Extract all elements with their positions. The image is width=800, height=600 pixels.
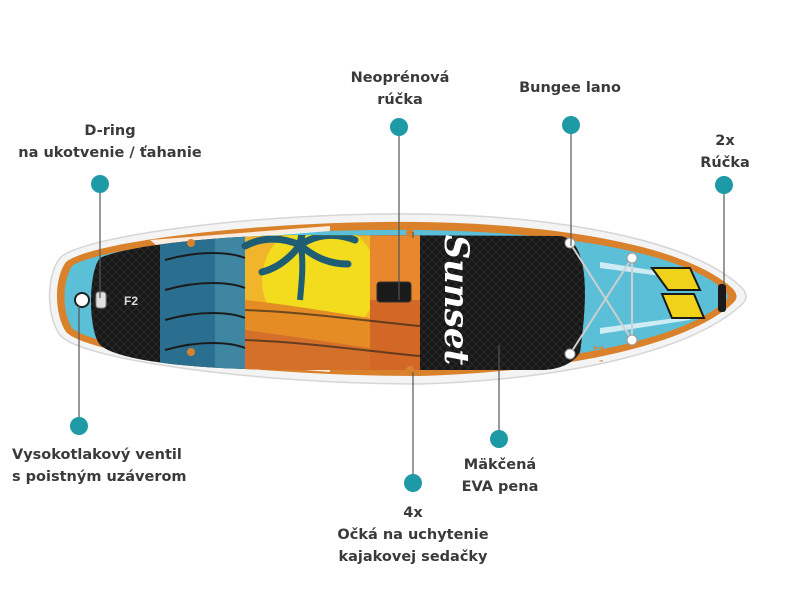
- size-text: 11': [591, 344, 605, 363]
- label-rings-line3: kajakovej sedačky: [338, 549, 488, 565]
- callout-dot-rings: [404, 474, 422, 492]
- label-valve-line2: s poistným uzáverom: [12, 469, 187, 485]
- callout-dot-dring: [91, 175, 109, 193]
- valve: [74, 292, 90, 308]
- board-stripe-top: [150, 226, 330, 245]
- label-eva-line1: Mäkčená: [463, 457, 537, 473]
- label-rings-line1: 4x: [403, 505, 423, 521]
- label-neoprene-line2: rúčka: [377, 92, 423, 108]
- tail-logo: F2: [124, 294, 138, 308]
- label-bungee-line1: Bungee lano: [519, 80, 621, 96]
- callout-dot-handles: [715, 176, 733, 194]
- callout-dot-bungee: [562, 116, 580, 134]
- brand-logo: [650, 267, 706, 319]
- callout-dot-neoprene: [390, 118, 408, 136]
- model-text: Sunset: [436, 235, 476, 366]
- label-handles-line1: 2x: [715, 133, 735, 149]
- ring-top-left: [187, 239, 195, 247]
- label-neoprene: Neoprénová rúčka: [330, 67, 470, 111]
- neoprene-handle: [376, 281, 412, 303]
- label-dring-line2: na ukotvenie / ťahanie: [18, 145, 202, 161]
- label-eva-line2: EVA pena: [461, 479, 539, 495]
- callout-dot-eva: [490, 430, 508, 448]
- ring-bottom-left: [187, 348, 195, 356]
- deck-pad: [91, 235, 585, 370]
- label-neoprene-line1: Neoprénová: [350, 70, 450, 86]
- label-eva: Mäkčená EVA pena: [445, 454, 555, 498]
- label-rings-line2: Očká na uchytenie: [337, 527, 489, 543]
- callout-dot-valve: [70, 417, 88, 435]
- nose-handle: [718, 284, 726, 312]
- ring-bottom-right: [406, 366, 414, 374]
- label-valve: Vysokotlakový ventil s poistným uzáverom: [12, 444, 212, 488]
- label-handles: 2x Rúčka: [690, 130, 760, 174]
- tail-dring: [95, 291, 107, 309]
- label-bungee: Bungee lano: [505, 77, 635, 99]
- bungee-cord: [564, 237, 638, 360]
- label-rings: 4x Očká na uchytenie kajakovej sedačky: [318, 502, 508, 568]
- label-handles-line2: Rúčka: [700, 155, 750, 171]
- label-valve-line1: Vysokotlakový ventil: [12, 447, 182, 463]
- label-dring: D-ring na ukotvenie / ťahanie: [10, 120, 210, 164]
- nose-stripe-2: [600, 316, 692, 334]
- ring-top-right: [406, 229, 414, 237]
- leader-lines: [78, 133, 725, 475]
- label-dring-line1: D-ring: [84, 123, 136, 139]
